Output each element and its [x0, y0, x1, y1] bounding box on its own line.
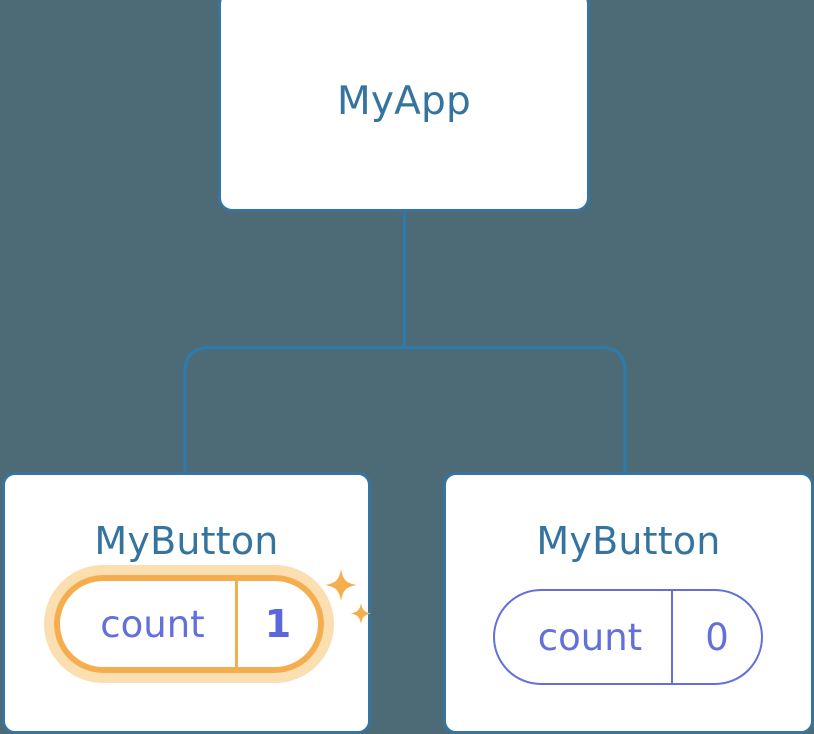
connector-branch-right [404, 345, 627, 474]
sparkle-small-icon [350, 603, 372, 624]
node-child-left[interactable]: MyButton count 1 [2, 472, 372, 734]
node-child-right-title: MyButton [536, 519, 721, 563]
prop-key: count [495, 591, 673, 683]
node-child-left-title: MyButton [94, 519, 279, 563]
sparkle-large-icon [325, 569, 357, 601]
prop-value: 1 [264, 602, 292, 646]
prop-pill-glow [44, 565, 334, 683]
connector-branch-left [183, 345, 405, 474]
node-root[interactable]: MyApp [218, 0, 590, 212]
prop-pill-plain[interactable]: count 0 [493, 589, 763, 685]
prop-pill-highlighted[interactable]: count 1 [54, 575, 324, 673]
node-child-right[interactable]: MyButton count 0 [443, 472, 814, 734]
prop-key: count [60, 581, 238, 667]
prop-value: 0 [705, 615, 729, 659]
node-root-title: MyApp [337, 79, 471, 124]
